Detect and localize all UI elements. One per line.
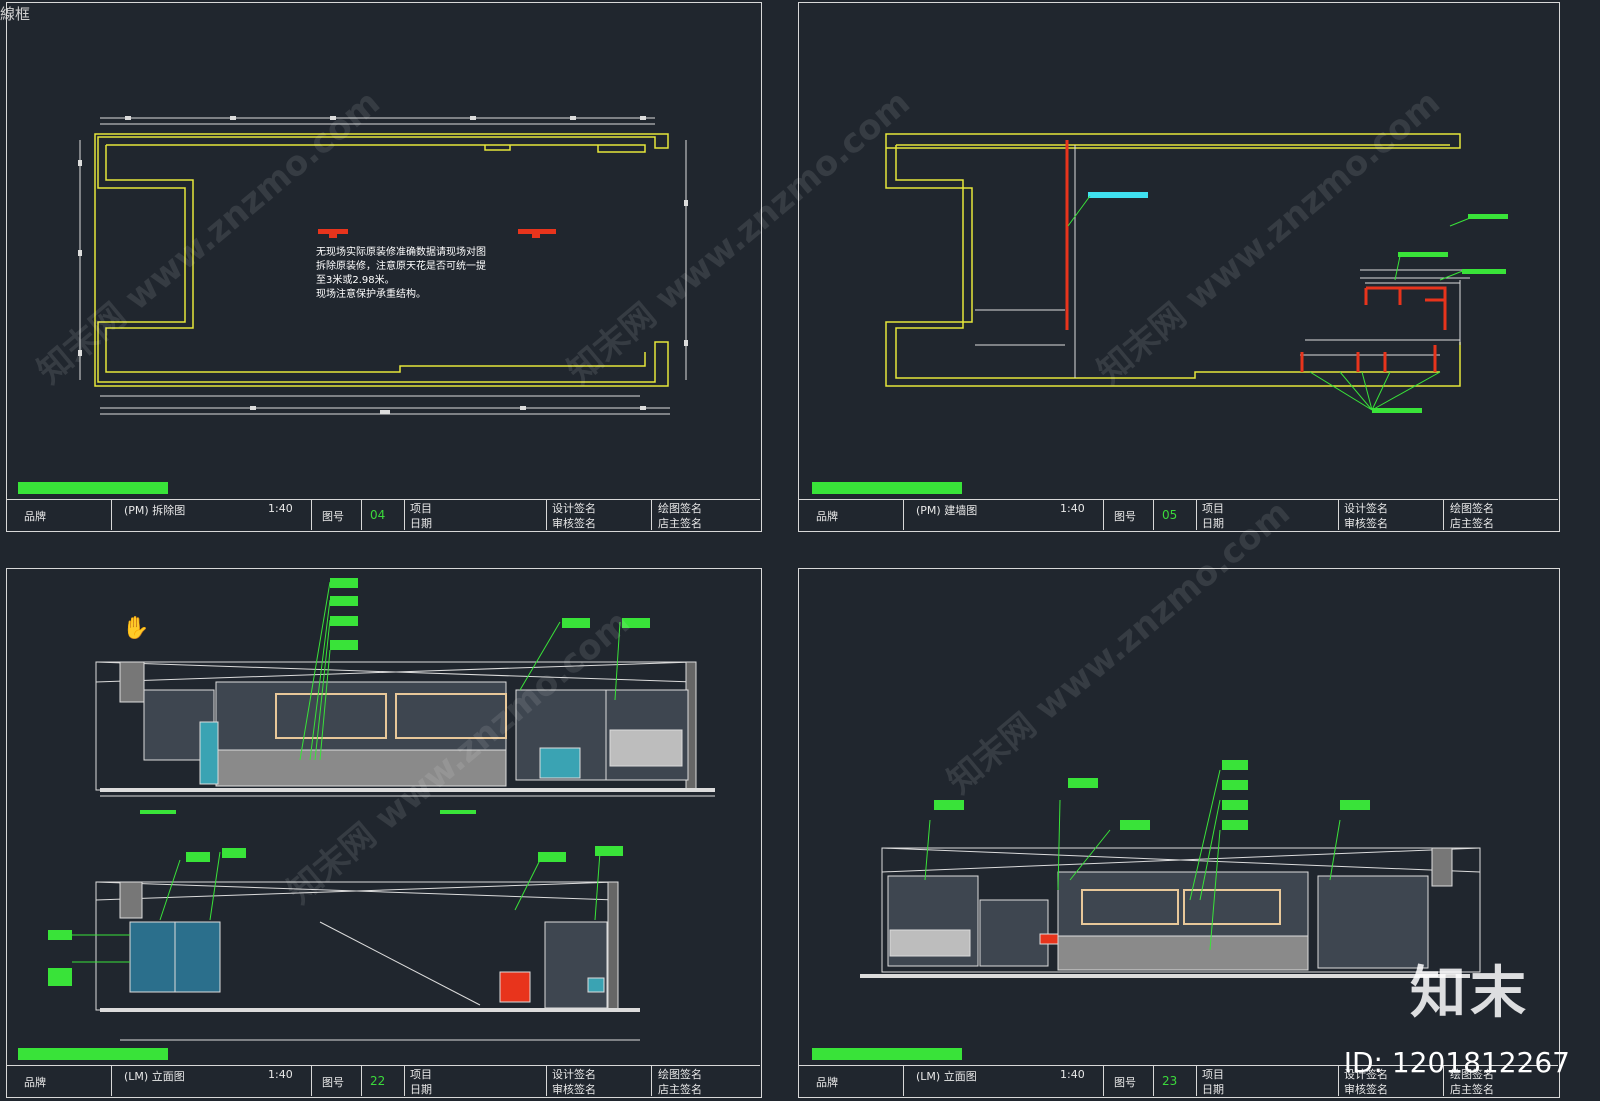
design-sign-label: 设计签名 [1344, 502, 1388, 515]
title-block-22: 品牌 (LM) 立面图 1:40 图号 22 项目 日期 设计签名 审核签名 绘… [6, 1064, 760, 1096]
fig-label: 图号 [322, 510, 344, 523]
drawing-sign-label: 绘图签名 [658, 1068, 702, 1081]
title-block-23: 品牌 (LM) 立面图 1:40 图号 23 项目 日期 设计签名 审核签名 绘… [798, 1064, 1558, 1096]
brand-logo: 知末 [1410, 961, 1530, 1026]
drawing-sign-label: 绘图签名 [1450, 502, 1494, 515]
new-wall-highlight [1088, 192, 1148, 198]
new-wall-plan-detail [975, 145, 1470, 378]
new-wall-red [1065, 140, 1447, 372]
demolition-plan [94, 133, 669, 387]
date-label: 日期 [410, 517, 432, 530]
design-sign-label: 设计签名 [552, 1068, 596, 1081]
brand-label: 品牌 [816, 1076, 838, 1089]
demolition-note: 无现场实际原装修准确数据请现场对图 拆除原装修，注意原天花是否可统一提 至3米或… [316, 246, 486, 302]
sheet-frame-demolition [6, 2, 762, 532]
drawing-scale: 1:40 [1060, 502, 1085, 515]
demolition-markers [318, 229, 556, 238]
owner-sign-label: 店主签名 [658, 517, 702, 530]
elevation-right-labels [934, 760, 1370, 830]
note-line-3: 至3米或2.98米。 [316, 275, 395, 286]
brand-label: 品牌 [24, 1076, 46, 1089]
fig-label: 图号 [1114, 1076, 1136, 1089]
elevation-lower [95, 881, 640, 1041]
owner-sign-label: 店主签名 [1450, 517, 1494, 530]
drawing-sign-label: 绘图签名 [1450, 1068, 1494, 1081]
owner-sign-label: 店主签名 [1450, 1083, 1494, 1096]
drawing-scale: 1:40 [1060, 1068, 1085, 1081]
title-block-04: 品牌 (PM) 拆除图 1:40 图号 04 项目 日期 设计签名 审核签名 绘… [6, 498, 760, 530]
review-sign-label: 审核签名 [1344, 517, 1388, 530]
image-id: ID: 1201812267 [1343, 1046, 1570, 1079]
fig-number: 23 [1162, 1074, 1178, 1088]
new-wall-leaders [1067, 195, 1471, 411]
review-sign-label: 审核签名 [552, 1083, 596, 1096]
review-sign-label: 审核签名 [1344, 1083, 1388, 1096]
fig-label: 图号 [1114, 510, 1136, 523]
date-label: 日期 [1202, 517, 1224, 530]
green-bar [18, 482, 168, 494]
new-wall-labels [1372, 214, 1508, 413]
drawing-sign-label: 绘图签名 [658, 502, 702, 515]
hand-cursor-icon: ✋ [122, 616, 150, 641]
owner-sign-label: 店主签名 [658, 1083, 702, 1096]
elevation-right-leaders [924, 769, 1341, 951]
sheet-frame-new-wall [798, 2, 1560, 532]
project-label: 项目 [410, 502, 432, 515]
review-sign-label: 审核签名 [552, 517, 596, 530]
elevation-upper [95, 661, 715, 797]
date-label: 日期 [1202, 1083, 1224, 1096]
drawing-title: (PM) 拆除图 [124, 504, 186, 517]
elevation-leaders [72, 581, 621, 963]
sheet-frame-elevation-left [6, 568, 762, 1098]
green-bar [18, 1048, 168, 1060]
sheet-frame-elevation-right [798, 568, 1560, 1098]
demolition-plan-dim-ticks [78, 116, 688, 414]
design-sign-label: 设计签名 [1344, 1068, 1388, 1081]
brand-label: 品牌 [816, 510, 838, 523]
drawing-title: (LM) 立面图 [124, 1070, 185, 1083]
green-bar [812, 1048, 962, 1060]
demolition-plan-dims [79, 117, 687, 415]
elevation-right [860, 847, 1481, 978]
project-label: 项目 [410, 1068, 432, 1081]
note-line-2: 拆除原装修，注意原天花是否可统一提 [316, 261, 486, 272]
project-label: 项目 [1202, 1068, 1224, 1081]
fig-number: 05 [1162, 508, 1178, 522]
new-wall-plan [885, 133, 1461, 387]
green-bar [812, 482, 962, 494]
note-line-4: 现场注意保护承重结构。 [316, 289, 426, 300]
design-sign-label: 设计签名 [552, 502, 596, 515]
drawing-scale: 1:40 [268, 1068, 293, 1081]
fig-label: 图号 [322, 1076, 344, 1089]
brand-label: 品牌 [24, 510, 46, 523]
fig-number: 04 [370, 508, 386, 522]
note-line-1: 无现场实际原装修准确数据请现场对图 [316, 247, 486, 258]
drawing-scale: 1:40 [268, 502, 293, 515]
drawing-title: (LM) 立面图 [916, 1070, 977, 1083]
fig-number: 22 [370, 1074, 386, 1088]
date-label: 日期 [410, 1083, 432, 1096]
drawing-title: (PM) 建墙图 [916, 504, 978, 517]
project-label: 项目 [1202, 502, 1224, 515]
title-block-05: 品牌 (PM) 建墙图 1:40 图号 05 项目 日期 设计签名 审核签名 绘… [798, 498, 1558, 530]
corner-label: 線框 [0, 5, 31, 23]
elevation-labels [48, 578, 650, 986]
